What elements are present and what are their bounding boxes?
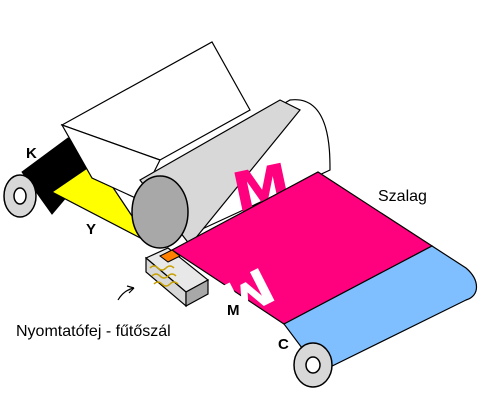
printhead: [144, 247, 210, 308]
label-printhead: Nyomtatófej - fűtőszál: [16, 323, 171, 340]
label-y: Y: [86, 221, 96, 238]
ribbon-yellow-panel: [50, 161, 151, 244]
label-ribbon: Szalag: [378, 188, 427, 205]
printhead-pointer-icon: [117, 287, 135, 301]
arrow-head-icon: [126, 285, 135, 294]
platen-roller: [131, 99, 301, 249]
platen-roller-end: [131, 175, 189, 249]
supply-roll-core: [13, 187, 27, 205]
heating-element-icon: [149, 265, 179, 287]
heater-dot: [159, 249, 181, 263]
label-m: M: [227, 302, 240, 319]
printhead-side: [185, 278, 209, 308]
takeup-roll: [293, 342, 333, 388]
label-k: K: [26, 145, 37, 162]
label-c: C: [278, 336, 289, 353]
takeup-roll-core: [305, 356, 321, 374]
ribbon-cyan-panel: [283, 245, 478, 373]
supply-roll: [3, 137, 97, 218]
